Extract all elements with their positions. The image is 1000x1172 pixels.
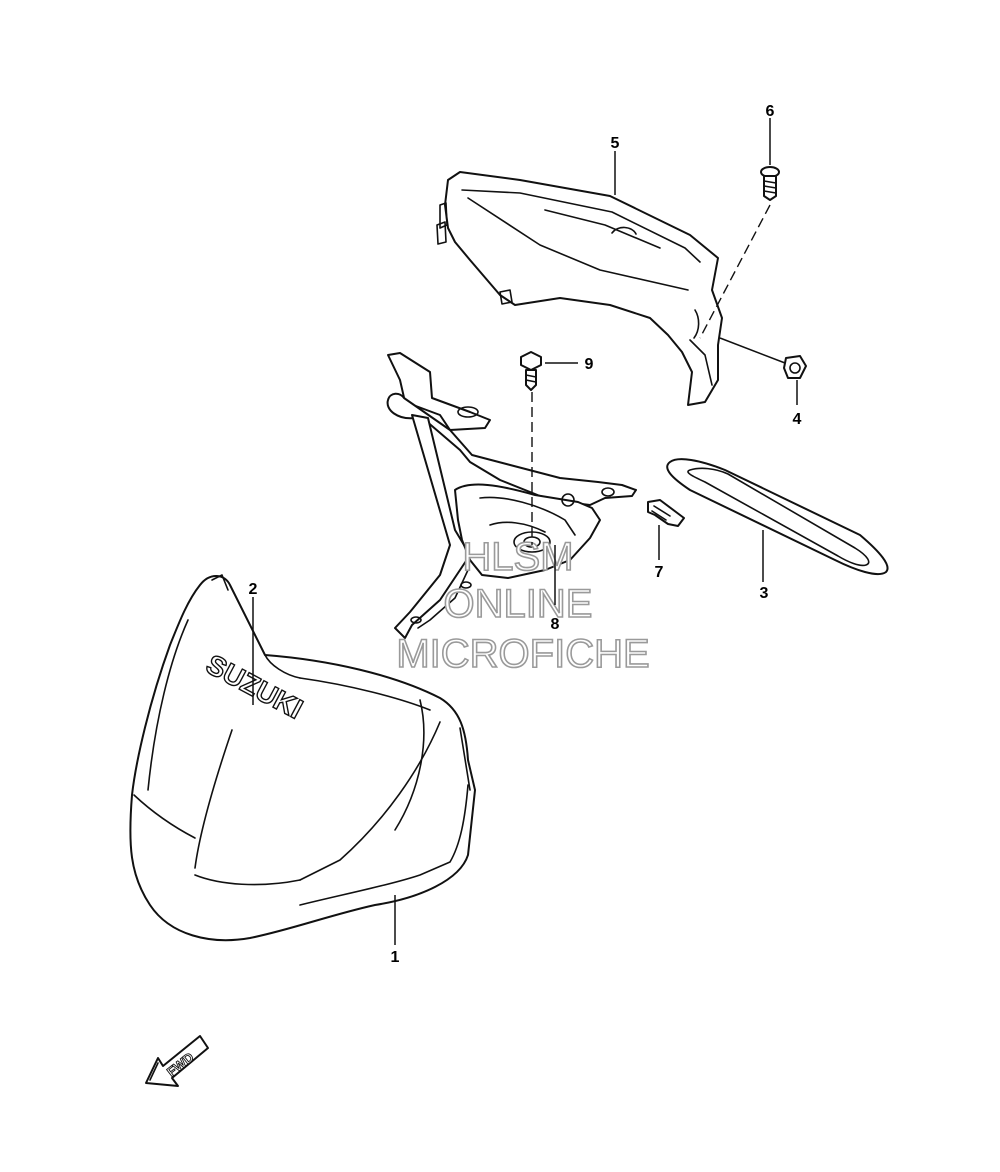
callout-9: 9: [585, 356, 594, 373]
part-5-meter-cover: [436, 171, 723, 406]
watermark-line-2: ONLINE: [444, 582, 593, 626]
leader-lines: [252, 118, 798, 945]
part-7-clip: [647, 499, 685, 527]
callouts: 1 2 3 4 5 6 7 8 9: [249, 103, 802, 966]
fwd-arrow-icon: FWD: [145, 1035, 209, 1087]
callout-7: 7: [655, 564, 664, 581]
callout-3: 3: [760, 585, 769, 602]
callout-1: 1: [391, 949, 400, 966]
part-6-screw: [760, 166, 780, 201]
watermark-line-3: MICROFICHE: [396, 632, 649, 676]
part-1-front-cowl: SUZUKI: [129, 574, 476, 942]
part-9-bolt: [520, 351, 542, 391]
callout-6: 6: [766, 103, 775, 120]
watermark-line-1: HLSM: [462, 535, 573, 579]
watermark: HLSM ONLINE MICROFICHE: [396, 534, 651, 677]
callout-5: 5: [611, 135, 620, 152]
part-3-trim: [666, 458, 889, 576]
part-8-meter-bracket: [386, 352, 637, 639]
part-4-grommet: [783, 355, 807, 379]
callout-2: 2: [249, 581, 258, 598]
callout-4: 4: [793, 411, 802, 428]
callout-8: 8: [551, 616, 560, 633]
